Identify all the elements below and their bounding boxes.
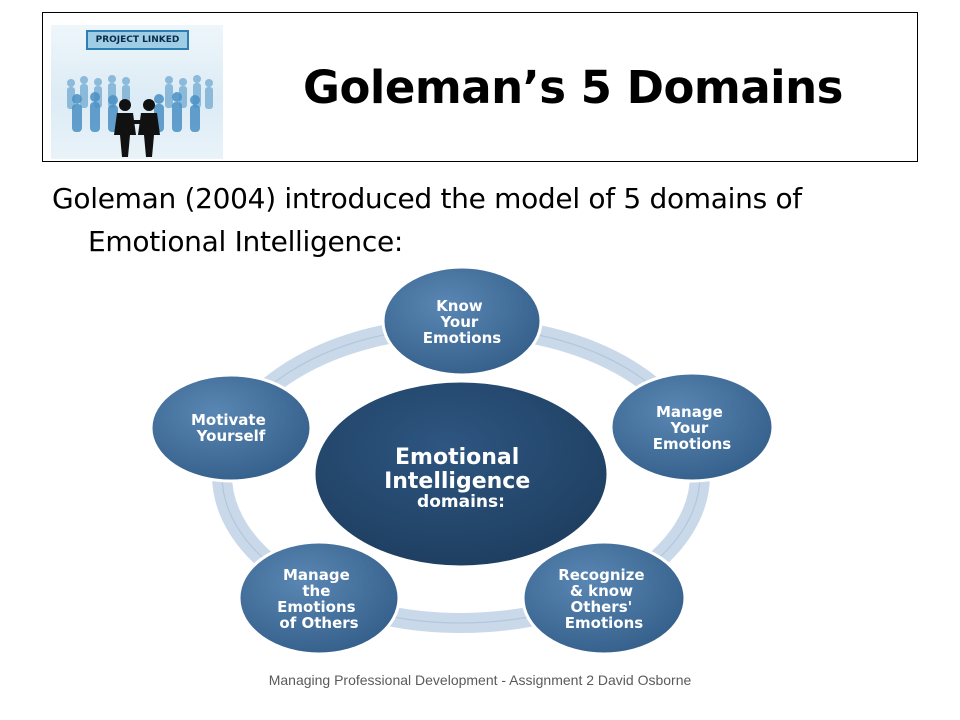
center-line-2: Intelligence: [384, 469, 530, 494]
svg-text:Manage the Emotion: Manage the Emotions of Others: [277, 566, 361, 632]
footer-text: Managing Professional Development - Assi…: [0, 672, 960, 688]
center-line-3: domains:: [417, 492, 505, 512]
node-5-line-2: Yourself: [196, 427, 266, 445]
node-motivate-yourself: Motivate Yourself: [151, 375, 311, 481]
node-3-line-4: Emotions: [565, 614, 643, 632]
node-recognize-others-emotions: Recognize & know Others' Emotions: [523, 542, 685, 654]
node-1-line-3: Emotions: [423, 329, 501, 347]
node-manage-your-emotions: Manage Your Emotions: [611, 373, 773, 481]
node-2-line-3: Emotions: [653, 435, 731, 453]
svg-text:Recognize & know O: Recognize & know Others' Emotions: [558, 566, 650, 632]
node-4-line-4: of Others: [279, 614, 358, 632]
center-node: Emotional Intelligence domains:: [314, 381, 608, 567]
svg-text:Motivate Yourself: Motivate Yourself: [191, 411, 271, 445]
node-manage-emotions-of-others: Manage the Emotions of Others: [239, 542, 399, 654]
node-know-your-emotions: Know Your Emotions: [383, 267, 541, 375]
center-line-1: Emotional: [395, 445, 519, 470]
